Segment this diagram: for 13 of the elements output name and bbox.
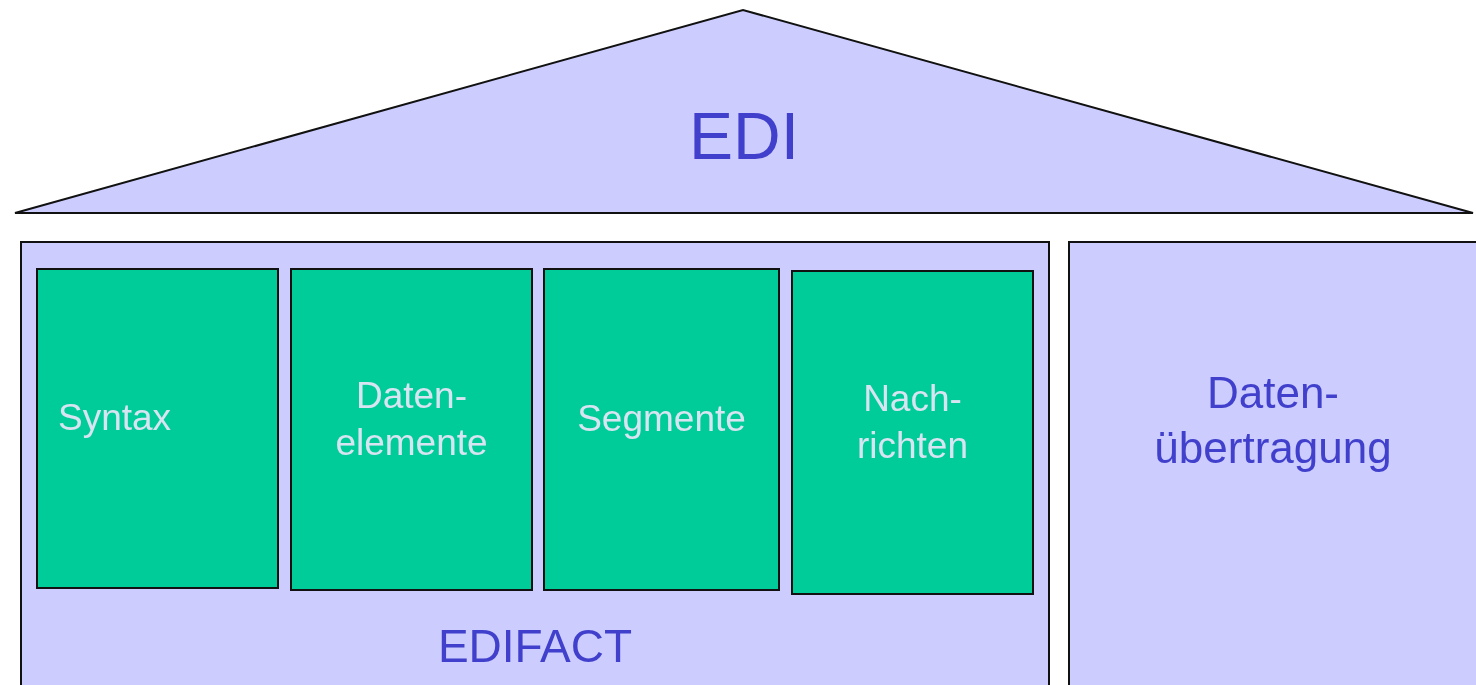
section-box	[20, 241, 1050, 685]
component-box	[36, 268, 279, 589]
section-label: Daten- übertragung	[1153, 367, 1393, 474]
component-box	[290, 268, 533, 591]
section-box	[1068, 241, 1476, 685]
component-label: Syntax	[58, 396, 172, 440]
roof-title: EDI	[689, 103, 799, 169]
component-label: Nach- richten	[855, 376, 970, 468]
component-box	[543, 268, 780, 591]
section-label: EDIFACT	[437, 619, 633, 674]
component-box	[791, 270, 1034, 595]
component-label: Daten- elemente	[334, 373, 489, 465]
component-label: Segmente	[577, 397, 746, 441]
